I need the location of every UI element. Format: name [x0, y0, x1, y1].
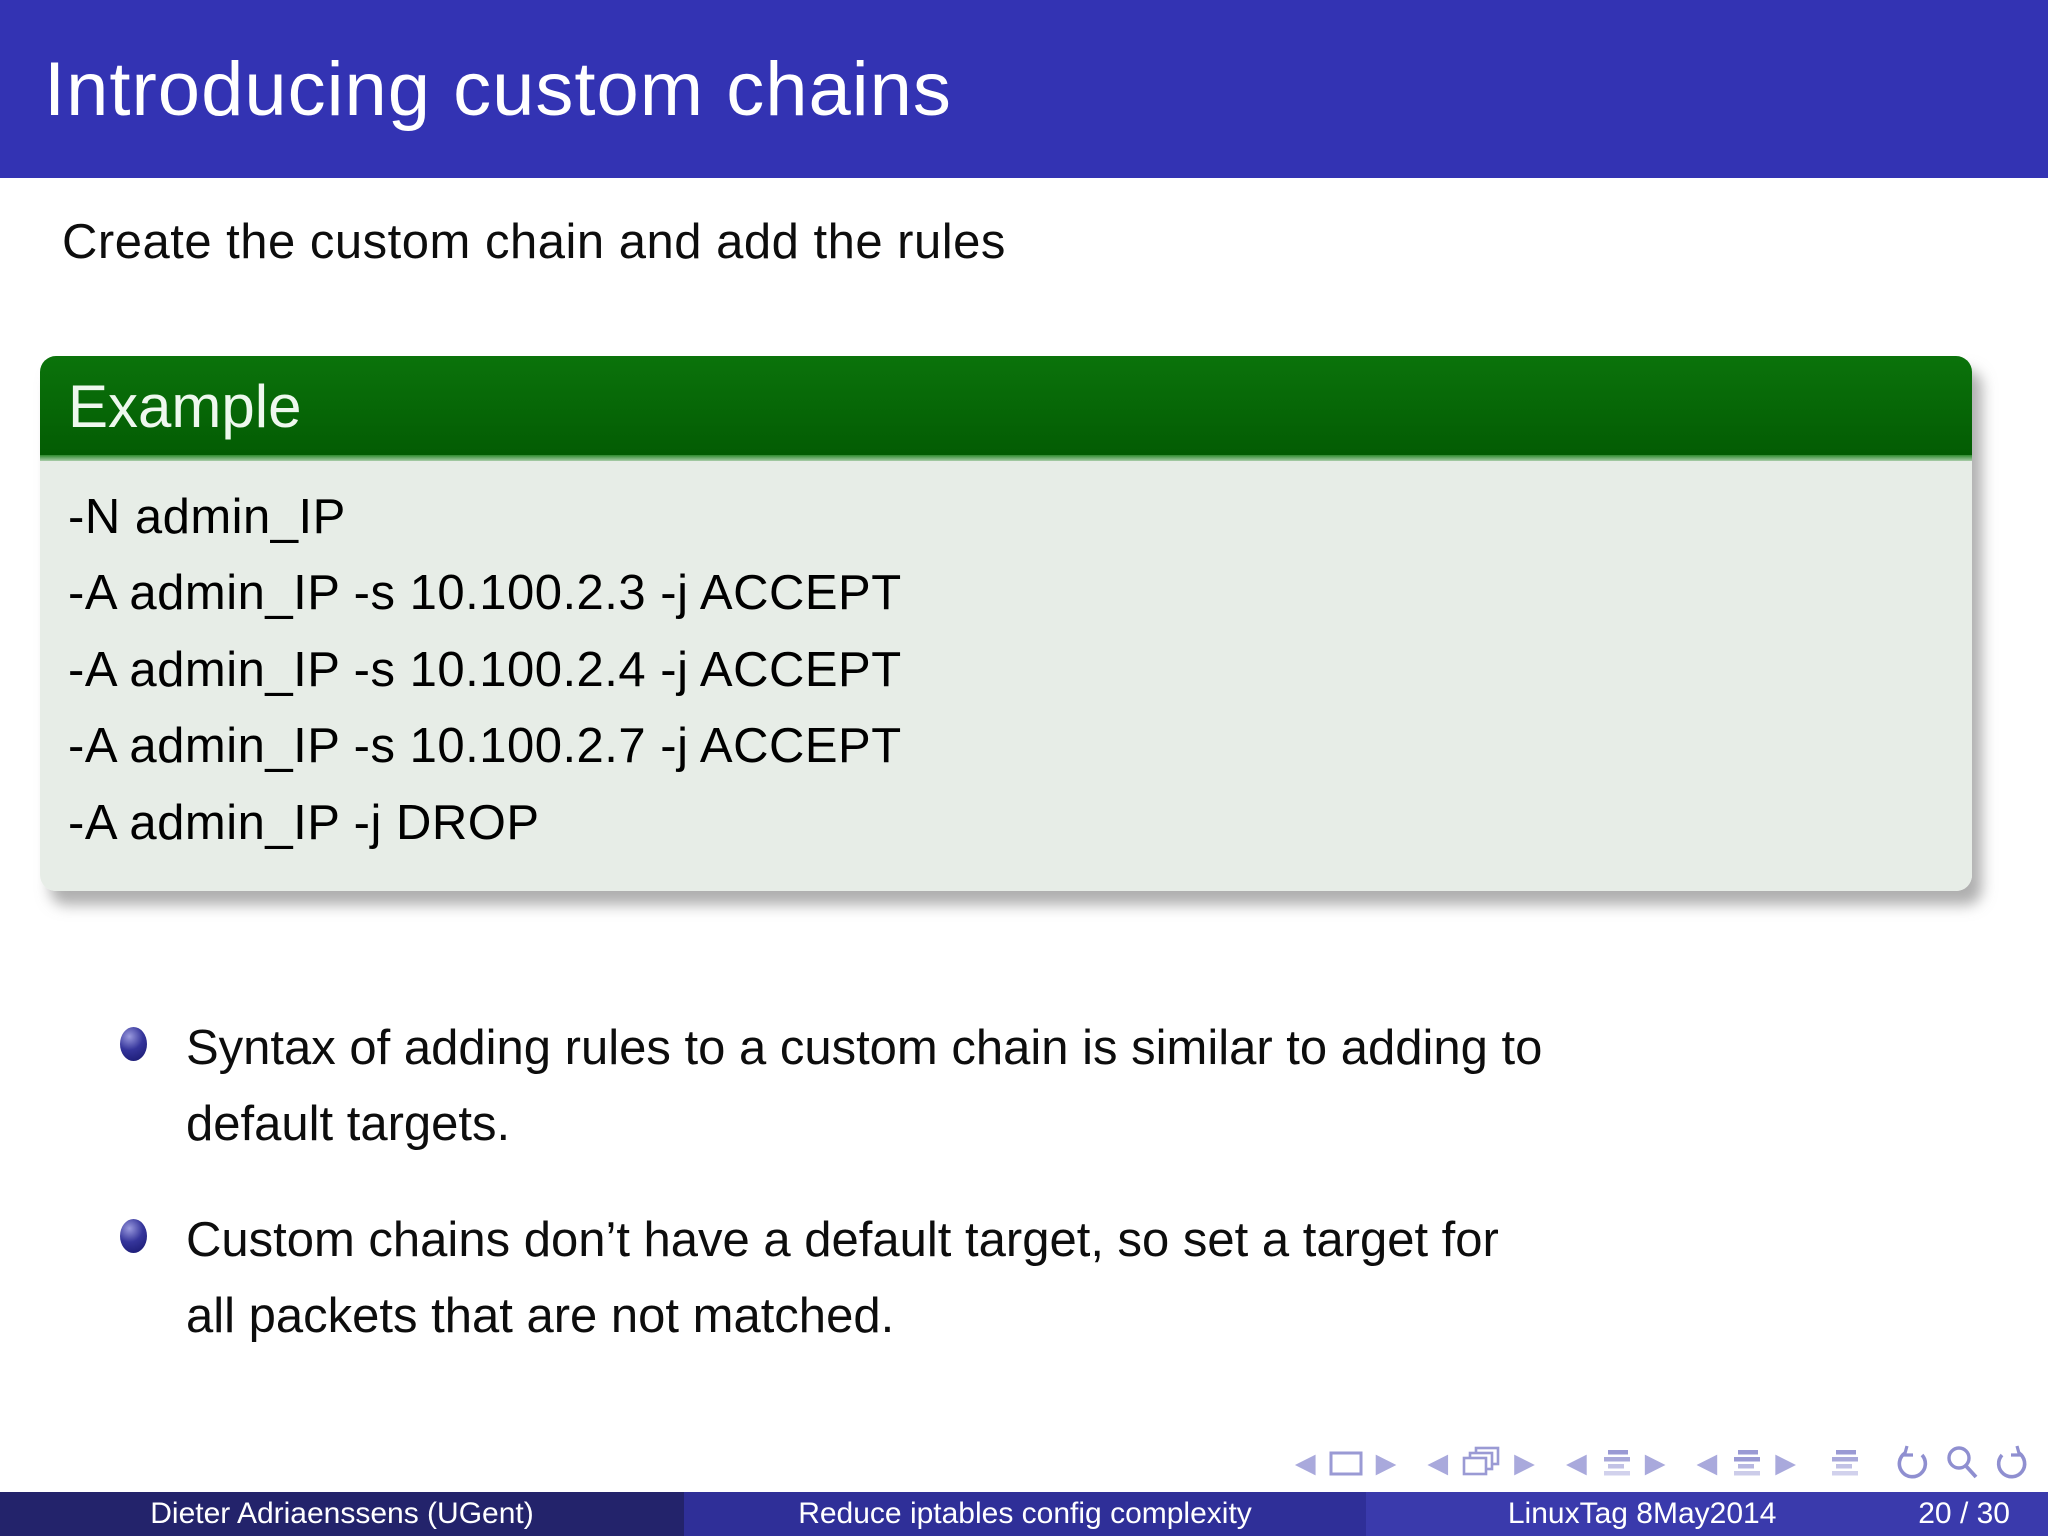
slide-icon[interactable] — [1328, 1449, 1364, 1477]
bullet-icon — [120, 1027, 147, 1062]
next-slide-arrow[interactable]: ▶ — [1375, 1447, 1397, 1478]
nav-section-group: ◀ ▶ — [1696, 1447, 1796, 1479]
nav-bar: ◀ ▶ ◀ ▶ ◀ — [1277, 1444, 2032, 1482]
lead-text: Create the custom chain and add the rule… — [62, 215, 1006, 269]
search-icon[interactable] — [1944, 1444, 1980, 1482]
code-line: -A admin_IP -s 10.100.2.7 -j ACCEPT — [68, 719, 902, 774]
prev-section-arrow[interactable]: ◀ — [1696, 1447, 1718, 1478]
frame-counter: 20 / 30 — [1918, 1497, 2010, 1530]
next-subsection-arrow[interactable]: ▶ — [1644, 1447, 1666, 1478]
prev-slide-arrow[interactable]: ◀ — [1294, 1447, 1316, 1478]
nav-subsection-group: ◀ ▶ — [1566, 1447, 1666, 1479]
footer-title: Reduce iptables config complexity — [684, 1492, 1366, 1536]
bullet-list: Syntax of adding rules to a custom chain… — [120, 1011, 1550, 1355]
back-icon[interactable] — [1892, 1444, 1932, 1482]
next-section-arrow[interactable]: ▶ — [1775, 1447, 1796, 1478]
section-list-icon[interactable] — [1729, 1447, 1763, 1479]
nav-appendix-group — [1827, 1447, 1861, 1479]
page-title: Introducing custom chains — [44, 46, 952, 132]
subsection-list-icon[interactable] — [1599, 1447, 1633, 1479]
bullet-item: Syntax of adding rules to a custom chain… — [120, 1011, 1550, 1163]
nav-history-group — [1892, 1444, 2032, 1482]
forward-icon[interactable] — [1992, 1444, 2032, 1482]
nav-frame-group: ◀ ▶ — [1427, 1445, 1535, 1481]
footer-date: LinuxTag 8May2014 — [1507, 1497, 1777, 1530]
frames-icon[interactable] — [1460, 1445, 1502, 1481]
code-line: -A admin_IP -j DROP — [68, 795, 540, 850]
bullet-item: Custom chains don’t have a default targe… — [120, 1203, 1550, 1355]
footer-right-section: LinuxTag 8May2014 20 / 30 — [1366, 1492, 2048, 1536]
bullet-text: Custom chains don’t have a default targe… — [186, 1213, 1499, 1343]
nav-slide-group: ◀ ▶ — [1295, 1449, 1397, 1477]
example-block-divider — [40, 455, 1972, 461]
code-line: -N admin_IP — [68, 490, 346, 544]
prev-frame-arrow[interactable]: ◀ — [1427, 1447, 1449, 1478]
example-block-title: Example — [40, 356, 1972, 455]
footer: Dieter Adriaenssens (UGent) Reduce iptab… — [0, 1492, 2048, 1536]
example-block-body: -N admin_IP -A admin_IP -s 10.100.2.3 -j… — [40, 461, 1972, 892]
code-line: -A admin_IP -s 10.100.2.4 -j ACCEPT — [68, 642, 902, 697]
bullet-text: Syntax of adding rules to a custom chain… — [186, 1021, 1543, 1152]
code-line: -A admin_IP -s 10.100.2.3 -j ACCEPT — [68, 566, 902, 621]
slide-title-bar: Introducing custom chains — [0, 0, 2048, 178]
bullet-icon — [120, 1219, 147, 1254]
example-block: Example -N admin_IP -A admin_IP -s 10.10… — [40, 356, 1972, 892]
appendix-icon[interactable] — [1827, 1447, 1861, 1479]
next-frame-arrow[interactable]: ▶ — [1514, 1447, 1535, 1478]
prev-subsection-arrow[interactable]: ◀ — [1565, 1447, 1587, 1478]
footer-author: Dieter Adriaenssens (UGent) — [0, 1492, 684, 1536]
